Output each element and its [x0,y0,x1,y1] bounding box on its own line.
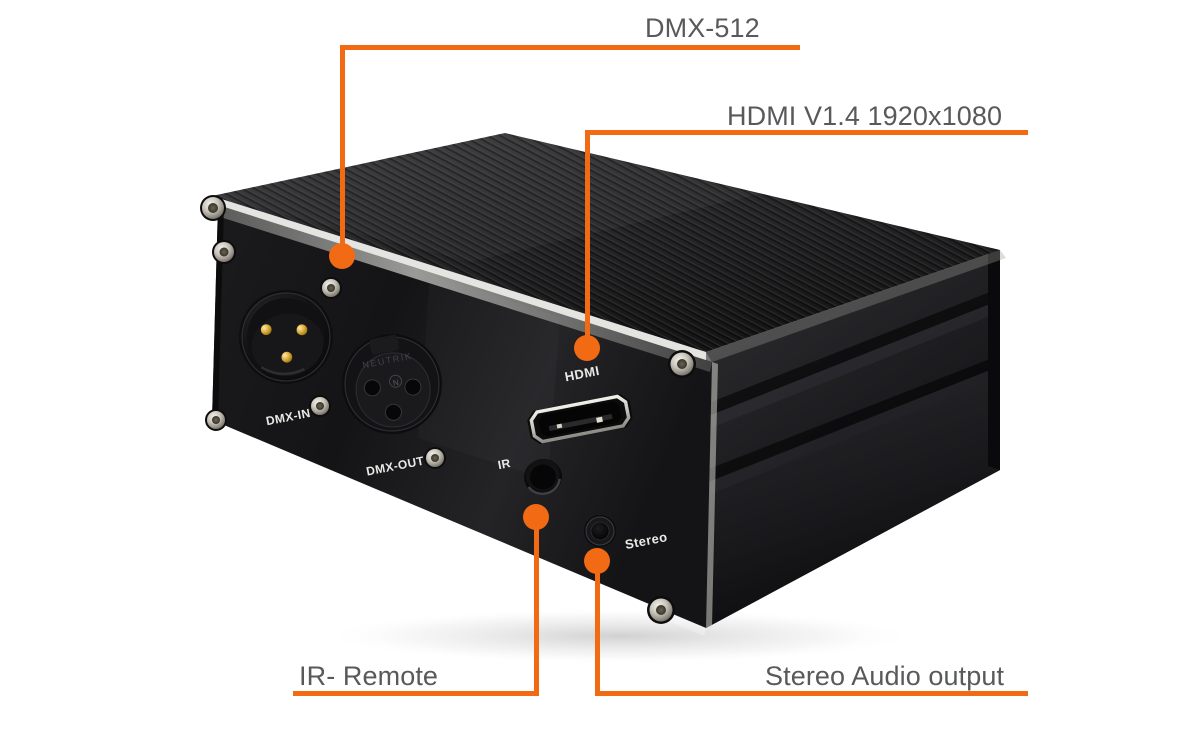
callout-riser-hdmi [585,130,590,348]
callout-dot-hdmi[interactable] [574,335,600,361]
svg-text:NEUTRIK: NEUTRIK [362,351,414,370]
callout-riser-ir [534,517,539,696]
callout-dot-dmx[interactable] [329,243,355,269]
panel-silkscreen: DMX-IN DMX-OUT IR HDMI Stereo [265,363,669,552]
callout-label-ir: IR- Remote [299,661,439,691]
svg-text:HDMI: HDMI [563,363,600,384]
callout-label-hdmi: HDMI V1.4 1920x1080 [727,101,1003,131]
callout-label-dmx: DMX-512 [645,13,760,43]
callout-riser-dmx [340,45,345,256]
svg-text:DMX-IN: DMX-IN [265,406,312,428]
panel-screws [200,195,696,624]
svg-text:Stereo: Stereo [624,529,669,552]
callout-rule-hdmi [587,130,1028,135]
svg-text:DMX-OUT: DMX-OUT [365,454,426,479]
callout-label-stereo: Stereo Audio output [765,661,1005,691]
svg-text:IR: IR [497,456,512,472]
svg-text:N: N [392,378,400,388]
callout-riser-stereo [595,561,600,696]
callout-dot-ir[interactable] [523,504,549,530]
callout-rule-stereo [595,691,1028,696]
callout-dot-stereo[interactable] [584,548,610,574]
callout-rule-dmx [343,45,800,50]
callout-rule-ir [293,691,538,696]
